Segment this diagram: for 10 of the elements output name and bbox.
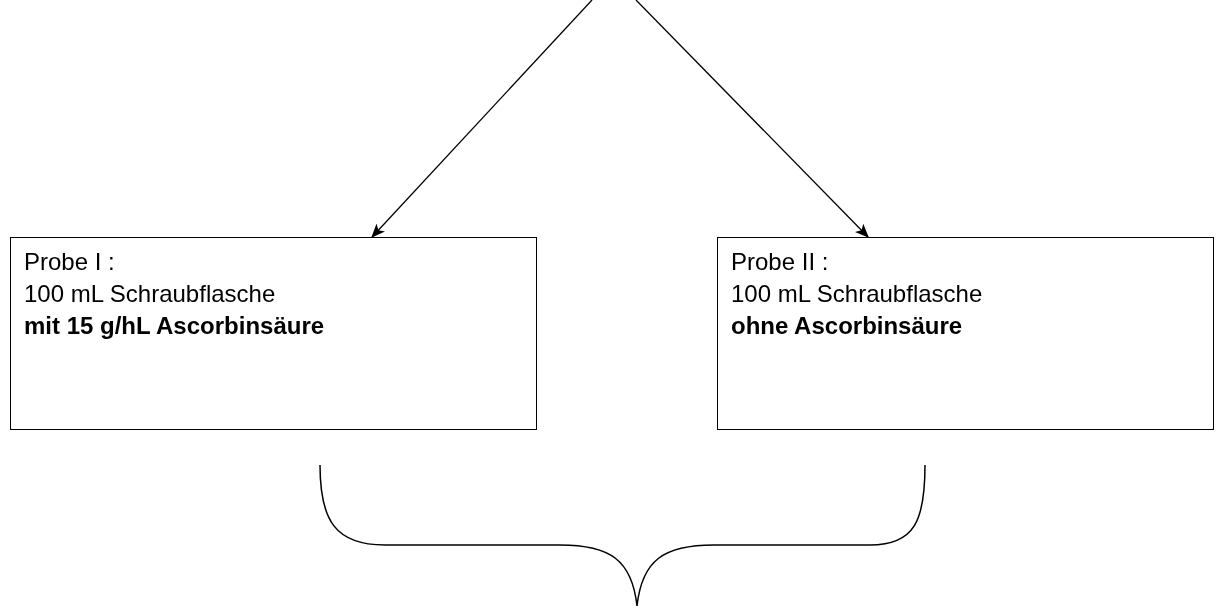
text-box (717, 237, 1214, 430)
node-text: mit 15 g/hL Ascorbinsäure (24, 311, 325, 341)
node-text: 100 mL Schraubflasche (731, 279, 983, 309)
node-text: 100 mL Schraubflasche (24, 279, 276, 309)
node-heading: Probe I : (24, 247, 115, 277)
node-heading: Probe II : (731, 247, 829, 277)
arrow (635, 0, 869, 238)
text-box (10, 237, 537, 430)
arrow (371, 0, 593, 238)
node-text: ohne Ascorbinsäure (731, 311, 963, 341)
